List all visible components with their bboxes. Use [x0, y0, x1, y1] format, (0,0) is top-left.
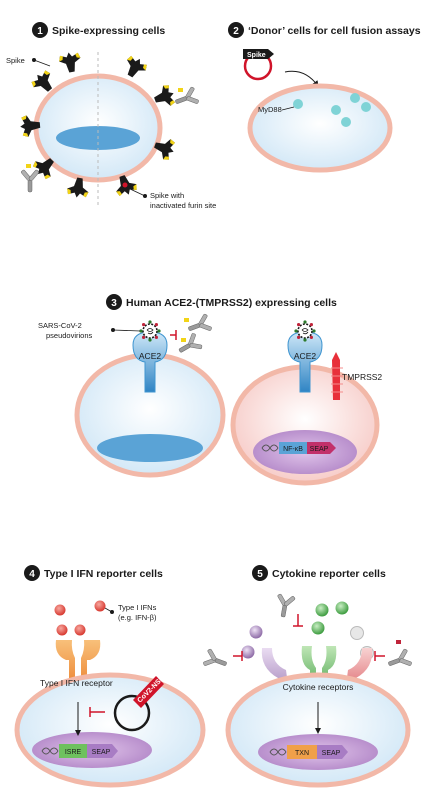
dna-strand: [269, 748, 287, 756]
panel-1-number: 1: [37, 26, 43, 37]
ifn-label-line2: (e.g. IFN-β): [118, 613, 157, 622]
panel-1: 1 Spike-expressing cells Spike Spike wit…: [6, 22, 216, 210]
ifn-reporter-cell: [14, 672, 206, 788]
ifn-pointer-line: [104, 607, 113, 613]
tmprss2-stripes: [331, 367, 343, 393]
pseudovirion-label-line1: SARS-CoV-2: [38, 321, 82, 330]
seap-label: SEAP: [310, 446, 329, 453]
donor-cell: [247, 83, 393, 173]
nsp-gene: [133, 676, 164, 708]
antigen-yellow: [181, 338, 186, 342]
panel-2-title: ‘Donor’ cells for cell fusion assays: [248, 25, 421, 37]
txn-label: TXN: [295, 750, 309, 757]
green-cytokine: [311, 621, 325, 635]
nfkb-element: [279, 442, 307, 454]
neutralizing-antibody: [385, 647, 414, 674]
antigen-yellow: [26, 164, 31, 168]
seap-label: SEAP: [92, 749, 111, 756]
neutralizing-antibody: [174, 331, 204, 360]
ace2-receptor-right: [287, 331, 323, 393]
txn-element: [287, 745, 317, 759]
ace2-receptor-left: [132, 331, 168, 393]
panel-1-title: Spike-expressing cells: [52, 25, 165, 37]
myd88-label: MyD88: [258, 105, 282, 114]
neutralizing-antibody: [201, 647, 230, 674]
seap-gene: [87, 744, 118, 758]
ifn-ball: [94, 600, 106, 612]
panel-4: 4 Type I IFN reporter cells Type I IFNs …: [14, 565, 206, 788]
nfkb-label: NF-κB: [283, 446, 303, 453]
tmprss2-label: TMPRSS2: [342, 372, 382, 382]
green-cytokine: [315, 603, 329, 617]
seap-gene: [307, 442, 336, 454]
dna-strand: [261, 444, 279, 452]
panel-4-number-badge: [24, 565, 40, 581]
spike-pointer-line: [33, 59, 51, 67]
nsp-plasmid: [113, 694, 151, 732]
ifn-receptor-label: Type I IFN receptor: [40, 678, 113, 688]
isre-element: [59, 744, 87, 758]
furin-label-line1: Spike with: [150, 191, 184, 200]
panel-4-number: 4: [29, 569, 35, 580]
panel-5: 5 Cytokine reporter cells Cytokine recep…: [201, 565, 414, 788]
spike-protein: [57, 50, 83, 74]
antibody: [20, 169, 40, 193]
ace2-cell-nucleus: [97, 434, 203, 462]
panel-5-title: Cytokine reporter cells: [272, 568, 386, 580]
dna-strand: [41, 747, 59, 755]
seap-label: SEAP: [322, 750, 341, 757]
seap-gene: [317, 745, 348, 759]
ace2-left-label: ACE2: [139, 351, 161, 361]
neutralizing-antibody: [273, 592, 297, 619]
ace2-right-label: ACE2: [294, 351, 316, 361]
plasmid-label: Spike: [247, 52, 266, 59]
antigen-marker: [396, 640, 401, 644]
panel-4-title: Type I IFN reporter cells: [44, 568, 163, 580]
pseudovirion-label-line2: pseudovirions: [46, 331, 93, 340]
ifn-ball: [56, 624, 68, 636]
purple-cytokine: [249, 625, 263, 639]
panel-2: 2 ‘Donor’ cells for cell fusion assays S…: [228, 22, 421, 173]
furin-pointer-line: [127, 187, 146, 197]
ifn-ball: [54, 604, 66, 616]
panel-5-number: 5: [257, 569, 263, 580]
pseudovirion: [293, 319, 317, 343]
spike-gene-arrow: [243, 49, 274, 59]
myd88-dot: [341, 117, 351, 127]
isre-label: ISRE: [65, 749, 82, 756]
myd88-dot: [293, 99, 303, 109]
panel-3-title: Human ACE2-(TMPRSS2) expressing cells: [126, 297, 337, 309]
panel-2-number-badge: [228, 22, 244, 38]
purple-cytokine: [241, 645, 255, 659]
panel-3-number: 3: [111, 298, 117, 309]
antibody: [172, 85, 201, 112]
furin-label-line2: inactivated furin site: [150, 201, 216, 210]
green-cytokine: [335, 601, 349, 615]
myd88-pointer-line: [281, 106, 295, 111]
myd88-dot: [361, 102, 371, 112]
grey-cytokine: [350, 626, 364, 640]
furin-site-marker: [122, 182, 128, 188]
transfection-arrow: [284, 70, 319, 87]
pseudovirion-pointer-line: [112, 329, 141, 332]
neutralizing-antibody: [185, 312, 214, 339]
antigen-yellow: [178, 88, 183, 92]
myd88-dot: [350, 93, 360, 103]
panel-1-number-badge: [32, 22, 48, 38]
spike-protein: [120, 53, 150, 82]
pseudovirion: [138, 319, 162, 343]
panel-3-number-badge: [106, 294, 122, 310]
ifn-label-line1: Type I IFNs: [118, 603, 157, 612]
spike-label: Spike: [6, 56, 25, 65]
panel-3: 3 Human ACE2-(TMPRSS2) expressing cells …: [38, 294, 382, 486]
ifn-ball: [74, 624, 86, 636]
cytokine-receptors-label: Cytokine receptors: [283, 682, 354, 692]
panel-2-number: 2: [233, 26, 239, 37]
panel-5-number-badge: [252, 565, 268, 581]
myd88-dot: [331, 105, 341, 115]
antigen-yellow: [184, 318, 189, 322]
